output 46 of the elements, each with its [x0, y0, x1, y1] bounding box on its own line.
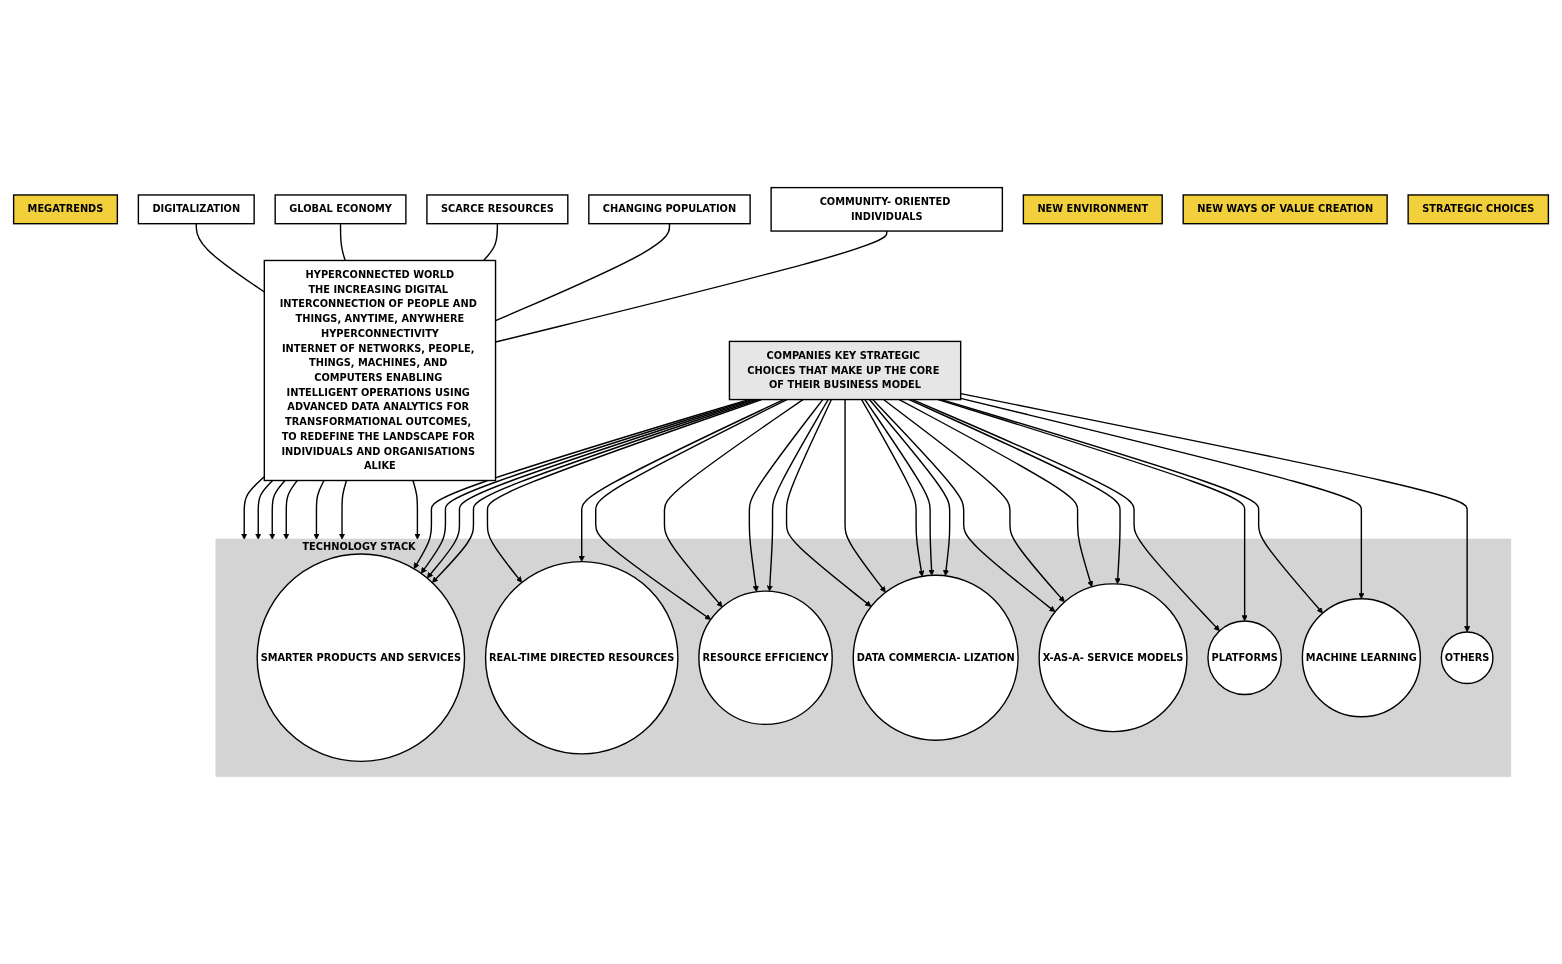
- node-box: GLOBAL ECONOMY: [274, 194, 407, 225]
- arrow: [864, 399, 935, 576]
- arrow: [898, 399, 1094, 588]
- node-box: CHANGING POPULATION: [588, 194, 751, 225]
- node-box: SCARCE RESOURCES: [426, 194, 569, 225]
- node-box: NEW WAYS OF VALUE CREATION: [1182, 194, 1388, 225]
- arrow: [908, 399, 1121, 585]
- node-circle: REAL-TIME DIRECTED RESOURCES: [484, 561, 679, 755]
- node-circle: OTHERS: [1440, 631, 1494, 685]
- node-circle: RESOURCE EFFICIENCY: [698, 590, 833, 726]
- node-circle: MACHINE LEARNING: [1301, 598, 1422, 718]
- arrow: [748, 399, 824, 593]
- node-circle: PLATFORMS: [1207, 620, 1283, 696]
- connector: [195, 223, 265, 293]
- arrow: [860, 399, 925, 577]
- node-box: DIGITALIZATION: [137, 194, 255, 225]
- node-circle: SMARTER PRODUCTS AND SERVICES: [256, 553, 466, 763]
- arrow: [844, 399, 886, 593]
- arrow: [255, 479, 274, 540]
- connector: [482, 223, 499, 262]
- arrow: [269, 479, 286, 540]
- arrow: [663, 399, 804, 608]
- arrow: [868, 399, 951, 577]
- node-box: STRATEGIC CHOICES: [1407, 194, 1550, 225]
- arrow: [338, 479, 348, 540]
- arrow: [785, 399, 872, 607]
- arrow: [937, 399, 1248, 622]
- arrow: [283, 479, 298, 540]
- node-box: NEW ENVIRONMENT: [1022, 194, 1163, 225]
- arrow: [486, 399, 763, 583]
- arrow: [241, 476, 265, 540]
- arrow: [766, 399, 829, 592]
- node-box: MEGATRENDS: [12, 194, 119, 225]
- connector: [339, 223, 346, 262]
- arrow: [578, 399, 785, 562]
- arrow: [959, 393, 1471, 633]
- arrow: [313, 479, 325, 540]
- arrow: [595, 399, 788, 620]
- node-circle: DATA COMMERCIA- LIZATION: [852, 574, 1019, 742]
- arrow: [959, 397, 1365, 600]
- arrow: [412, 479, 421, 540]
- node-box: HYPERCONNECTED WORLD THE INCREASING DIGITAL INTERCONNECTION OF PEOPLE AND THINGS, ANYTIME, ANYWHERE HYPERCONNECTIVITY INTERNET OF NETWORKS, PEOPLE, THINGS, MACHINES, AND COMPUTERS ENABLING INTELLIGENT OPERATIONS USING ADVANCED DATA ANALYTICS FOR TRANSFORMATIONAL OUTCOMES, TO REDEFINE THE LANDSCAPE FOR INDIVIDUALS AND ORGANISATIONS ALIKE: [263, 259, 497, 482]
- node-box: COMMUNITY- ORIENTED INDIVIDUALS: [770, 187, 1004, 232]
- node-box: COMPANIES KEY STRATEGIC CHOICES THAT MAKE UP THE CORE OF THEIR BUSINESS MODEL: [728, 340, 962, 401]
- node-circle: X-AS-A- SERVICE MODELS: [1038, 583, 1188, 733]
- arrow: [911, 399, 1220, 632]
